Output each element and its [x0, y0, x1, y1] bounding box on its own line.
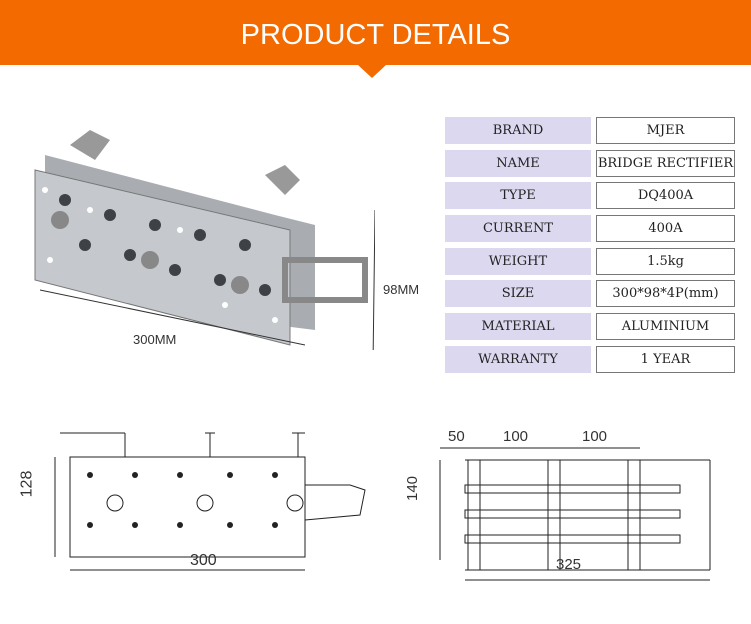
- spec-label: SIZE: [445, 280, 591, 308]
- side-width-dim: 325: [556, 556, 582, 573]
- spec-value: 300*98*4P(mm): [596, 280, 735, 308]
- side-dim-100-b: 100: [582, 428, 608, 445]
- front-width-dim: 300: [190, 552, 217, 569]
- spec-value: 1 YEAR: [596, 345, 735, 373]
- side-view-drawing: [439, 447, 711, 581]
- page-title: PRODUCT DETAILS: [240, 19, 511, 51]
- banner-pointer: [358, 65, 386, 78]
- spec-label: TYPE: [445, 182, 591, 210]
- side-height-dim: 140: [404, 475, 422, 502]
- side-dim-50: 50: [448, 428, 465, 445]
- spec-label: WARRANTY: [445, 345, 591, 373]
- spec-label: WEIGHT: [445, 247, 591, 275]
- spec-value: BRIDGE RECTIFIER: [596, 149, 735, 177]
- spec-value: MJER: [596, 117, 735, 144]
- product-photo: [34, 130, 375, 350]
- header-banner: PRODUCT DETAILS: [0, 0, 751, 65]
- side-dim-100-a: 100: [503, 428, 529, 445]
- spec-value: 400A: [596, 215, 735, 243]
- spec-value: ALUMINIUM: [596, 313, 735, 341]
- front-height-dim: 128: [18, 470, 36, 498]
- height-label: 98MM: [383, 282, 420, 297]
- length-label: 300MM: [133, 332, 177, 347]
- front-view-drawing: [54, 432, 366, 571]
- spec-value: DQ400A: [596, 182, 735, 210]
- spec-label: CURRENT: [445, 215, 591, 243]
- spec-label: NAME: [445, 149, 591, 177]
- spec-label: MATERIAL: [445, 313, 591, 341]
- spec-value: 1.5kg: [596, 247, 735, 275]
- spec-label: BRAND: [445, 117, 591, 144]
